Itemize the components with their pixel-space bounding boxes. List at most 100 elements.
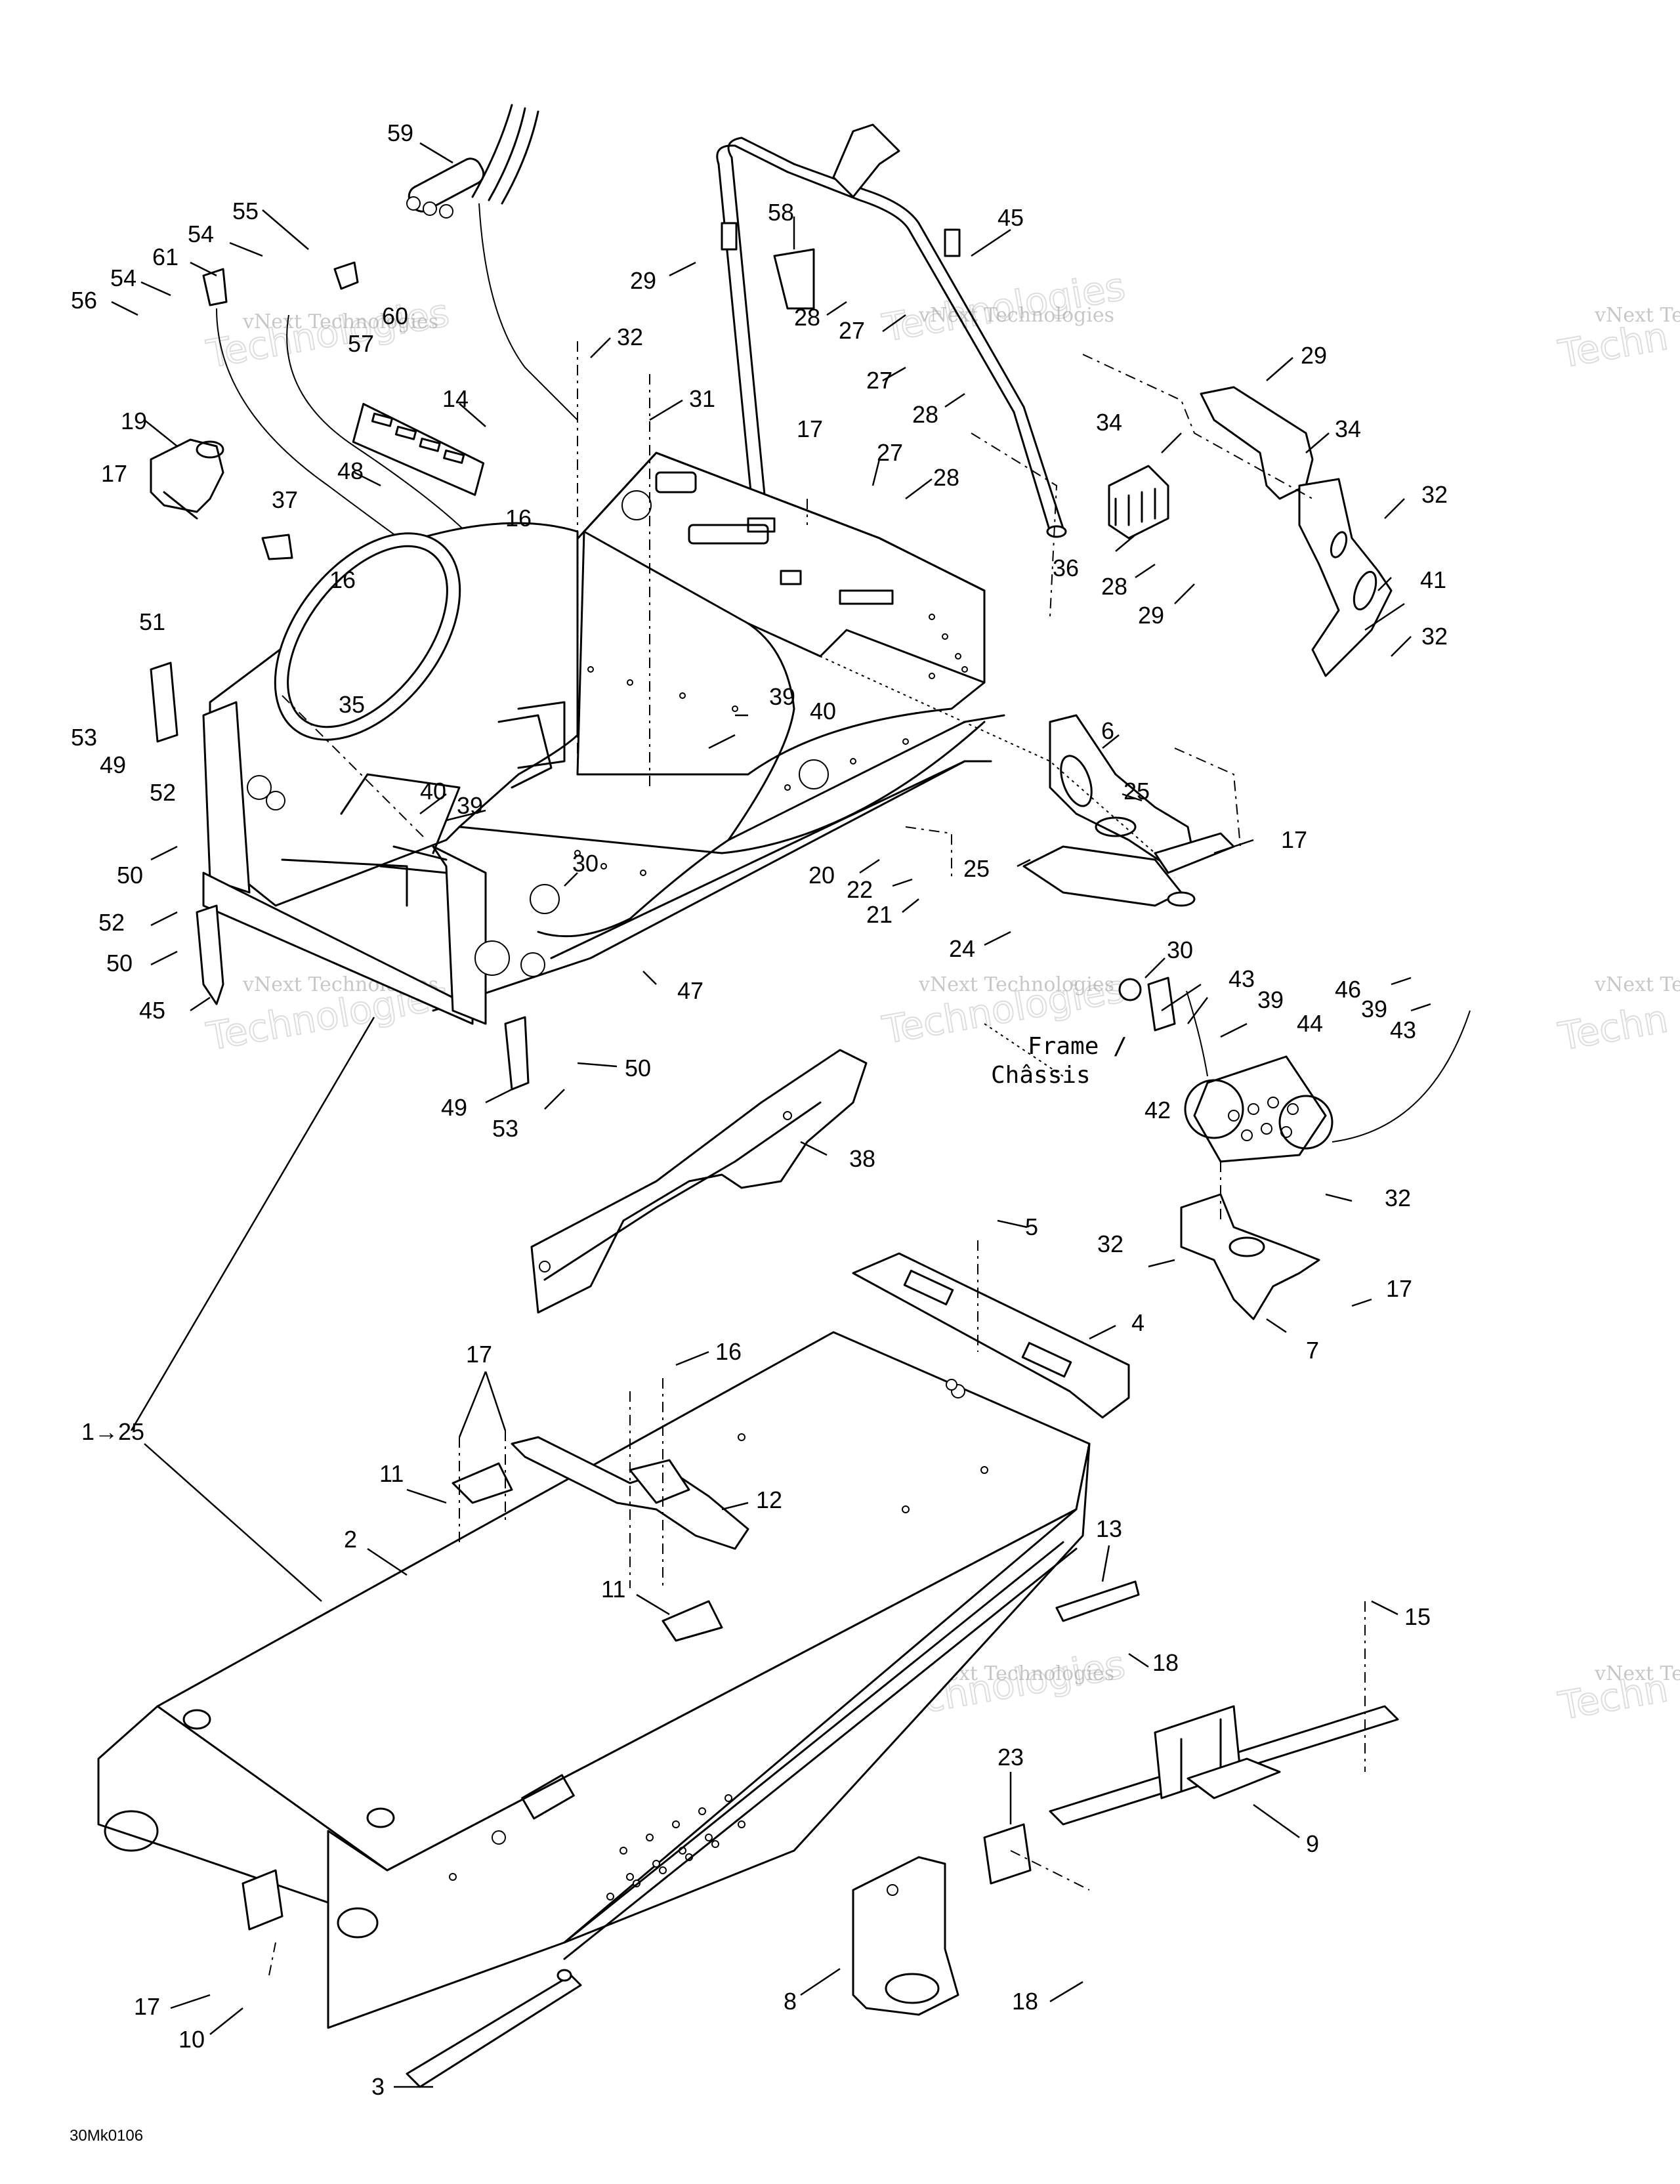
part-number-54: 54 xyxy=(188,220,214,247)
part-number-17: 17 xyxy=(134,1993,160,2020)
watermark: vNext Te xyxy=(1594,304,1680,327)
right-brackets xyxy=(1108,386,1393,677)
part-number-27: 27 xyxy=(839,317,865,344)
part-number-53: 53 xyxy=(71,724,97,751)
part-number-38: 38 xyxy=(849,1145,875,1172)
side-plate-38 xyxy=(530,1049,868,1314)
part-number-43: 43 xyxy=(1390,1017,1416,1043)
left-brackets xyxy=(150,261,530,1091)
part-number-32: 32 xyxy=(1421,623,1448,650)
part-labels: 59 55 54 61 54 56 60 57 58 45 29 28 27 2… xyxy=(70,119,1448,2145)
assembly-lines xyxy=(268,341,1366,1976)
part-number-56: 56 xyxy=(71,287,97,314)
frame-note-line1: Frame / xyxy=(1028,1033,1127,1060)
watermark: vNext Technologies xyxy=(918,973,1114,996)
part-number-18: 18 xyxy=(1012,1988,1038,2015)
part-number-7: 7 xyxy=(1306,1337,1319,1364)
part-number-14: 14 xyxy=(442,385,469,412)
part-number-43: 43 xyxy=(1228,965,1255,992)
part-number-16: 16 xyxy=(715,1338,742,1365)
part-number-34: 34 xyxy=(1335,415,1361,442)
part-number-57: 57 xyxy=(348,330,374,357)
part-number-30: 30 xyxy=(572,850,598,877)
part-number-16: 16 xyxy=(505,505,532,532)
part-number-50: 50 xyxy=(117,862,143,889)
part-number-32: 32 xyxy=(1097,1230,1124,1257)
part-number-46: 46 xyxy=(1335,976,1361,1003)
part-number-60: 60 xyxy=(382,303,408,329)
part-number-31: 31 xyxy=(689,385,715,412)
part-number-16: 16 xyxy=(329,566,356,593)
part-number-32: 32 xyxy=(617,324,643,350)
part-number-52: 52 xyxy=(98,909,125,936)
part-number-17: 17 xyxy=(101,460,127,487)
part-number-19: 19 xyxy=(121,408,147,434)
part-number-37: 37 xyxy=(272,486,298,513)
part-number-17: 17 xyxy=(797,415,823,442)
part-number-17: 17 xyxy=(1386,1275,1412,1302)
part-number-39: 39 xyxy=(1361,996,1387,1022)
part-number-39: 39 xyxy=(1257,986,1284,1013)
part-number-30: 30 xyxy=(1167,936,1193,963)
part-number-29: 29 xyxy=(1138,602,1164,629)
part-number-32: 32 xyxy=(1385,1185,1411,1211)
part-number-3: 3 xyxy=(371,2073,385,2100)
part-number-5: 5 xyxy=(1025,1213,1038,1240)
watermark: vNext Te xyxy=(1594,1662,1680,1685)
part-number-34: 34 xyxy=(1096,409,1122,436)
part-number-42: 42 xyxy=(1144,1097,1171,1124)
part-number-51: 51 xyxy=(139,608,165,635)
part-number-24: 24 xyxy=(949,935,975,962)
part-number-11: 11 xyxy=(601,1576,625,1603)
watermark: vNext Technologies xyxy=(242,310,438,333)
part-number-21: 21 xyxy=(866,901,892,928)
part-number-25: 25 xyxy=(1124,778,1150,805)
part-number-11: 11 xyxy=(379,1460,404,1487)
part-number-28: 28 xyxy=(1101,573,1127,600)
part-number-28: 28 xyxy=(933,464,959,491)
upper-chassis xyxy=(202,452,1005,1025)
part-number-50: 50 xyxy=(625,1055,651,1082)
part-number-47: 47 xyxy=(677,977,704,1004)
part-number-8: 8 xyxy=(784,1988,797,2015)
part-number-15: 15 xyxy=(1404,1603,1431,1630)
part-number-48: 48 xyxy=(337,457,364,484)
part-number-10: 10 xyxy=(178,2026,205,2053)
part-number-range-1-25: 1→25 xyxy=(81,1418,144,1445)
part-number-49: 49 xyxy=(441,1094,467,1121)
part-number-20: 20 xyxy=(808,862,835,889)
part-number-61: 61 xyxy=(152,243,178,270)
part-number-40: 40 xyxy=(810,698,836,724)
part-number-36: 36 xyxy=(1053,555,1079,581)
part-number-53: 53 xyxy=(492,1115,518,1142)
part-number-55: 55 xyxy=(232,198,259,224)
part-number-54: 54 xyxy=(110,264,136,291)
front-suspension-parts xyxy=(1022,714,1471,1320)
part-number-28: 28 xyxy=(794,304,820,331)
part-number-25: 25 xyxy=(963,855,990,882)
frame-note-line2: Châssis xyxy=(991,1062,1091,1089)
watermark: vNext Technologies xyxy=(918,304,1114,327)
part-number-17: 17 xyxy=(466,1341,492,1368)
part-number-23: 23 xyxy=(998,1744,1024,1771)
part-number-40: 40 xyxy=(420,778,446,805)
part-number-58: 58 xyxy=(768,199,794,226)
part-number-9: 9 xyxy=(1306,1830,1319,1857)
part-number-12: 12 xyxy=(756,1486,782,1513)
leader-lines xyxy=(111,142,1431,2088)
part-number-18: 18 xyxy=(1152,1649,1179,1676)
part-number-35: 35 xyxy=(339,691,365,718)
part-number-27: 27 xyxy=(866,367,892,394)
part-number-44: 44 xyxy=(1297,1010,1323,1037)
part-number-45: 45 xyxy=(998,204,1024,231)
part-number-29: 29 xyxy=(630,267,656,294)
part-number-59: 59 xyxy=(387,119,413,146)
part-number-29: 29 xyxy=(1301,342,1327,369)
part-number-45: 45 xyxy=(139,997,165,1024)
part-number-39: 39 xyxy=(769,683,795,710)
part-number-27: 27 xyxy=(877,439,903,466)
figure-code: 30Mk0106 xyxy=(70,2127,143,2145)
part-number-17: 17 xyxy=(1281,826,1307,853)
tunnel xyxy=(97,1331,1091,2088)
